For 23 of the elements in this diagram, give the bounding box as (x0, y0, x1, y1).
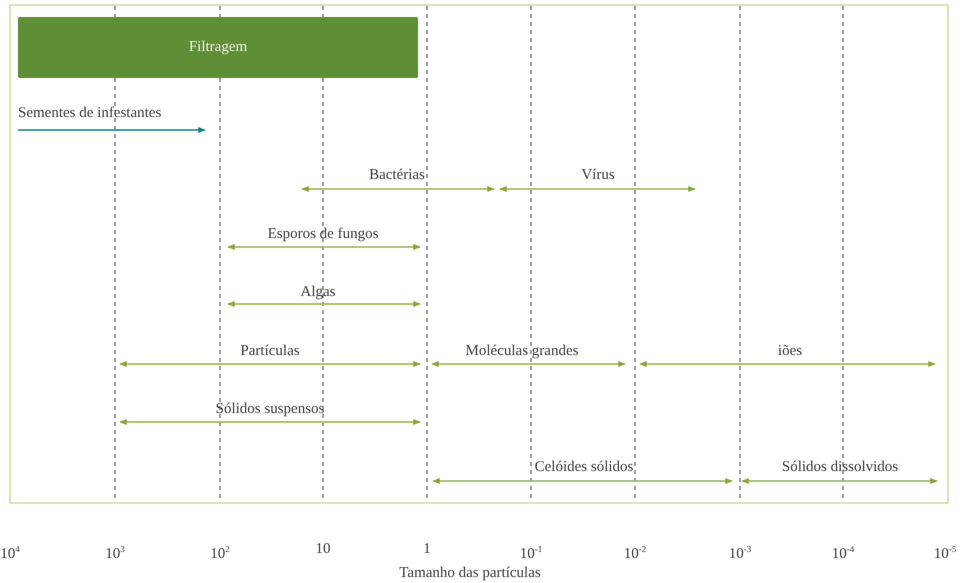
axis-tick-label: 10$^{-3}$ (728, 543, 752, 563)
axis-title: Tamanho das partículas (399, 564, 541, 582)
axis-tick-label: 10$^{2}$ (210, 543, 230, 563)
size-range-label: Sementes de infestantes (18, 104, 162, 122)
axis-tick-label: 10$^{-5}$ (934, 543, 956, 563)
size-range-label: Algas (300, 283, 336, 301)
axis-tick-label: 10$^{-2}$ (624, 543, 646, 563)
size-range-label: Sólidos dissolvidos (782, 458, 898, 476)
axis-tick-label: 1 (423, 540, 431, 558)
filter-bar: Filtragem (18, 17, 418, 78)
size-range-label: Vírus (581, 166, 615, 184)
size-range-label: iões (778, 342, 802, 360)
size-range-label: Bactérias (369, 166, 425, 184)
axis-tick-label: 10$^{-1}$ (520, 543, 542, 563)
size-range-label: Esporos de fungos (268, 225, 378, 243)
size-range-label: Celóides sólidos (534, 458, 634, 476)
axis-tick-label: 10$^{3}$ (105, 543, 125, 563)
axis-tick-label: 10$^{4}$ (0, 543, 20, 563)
size-range-label: Moléculas grandes (466, 342, 578, 360)
axis-tick-label: 10$^{-4}$ (832, 543, 854, 563)
size-range-label: Sólidos suspensos (216, 400, 324, 418)
axis-tick-label: 10 (316, 540, 330, 558)
size-range-label: Partículas (240, 342, 300, 360)
